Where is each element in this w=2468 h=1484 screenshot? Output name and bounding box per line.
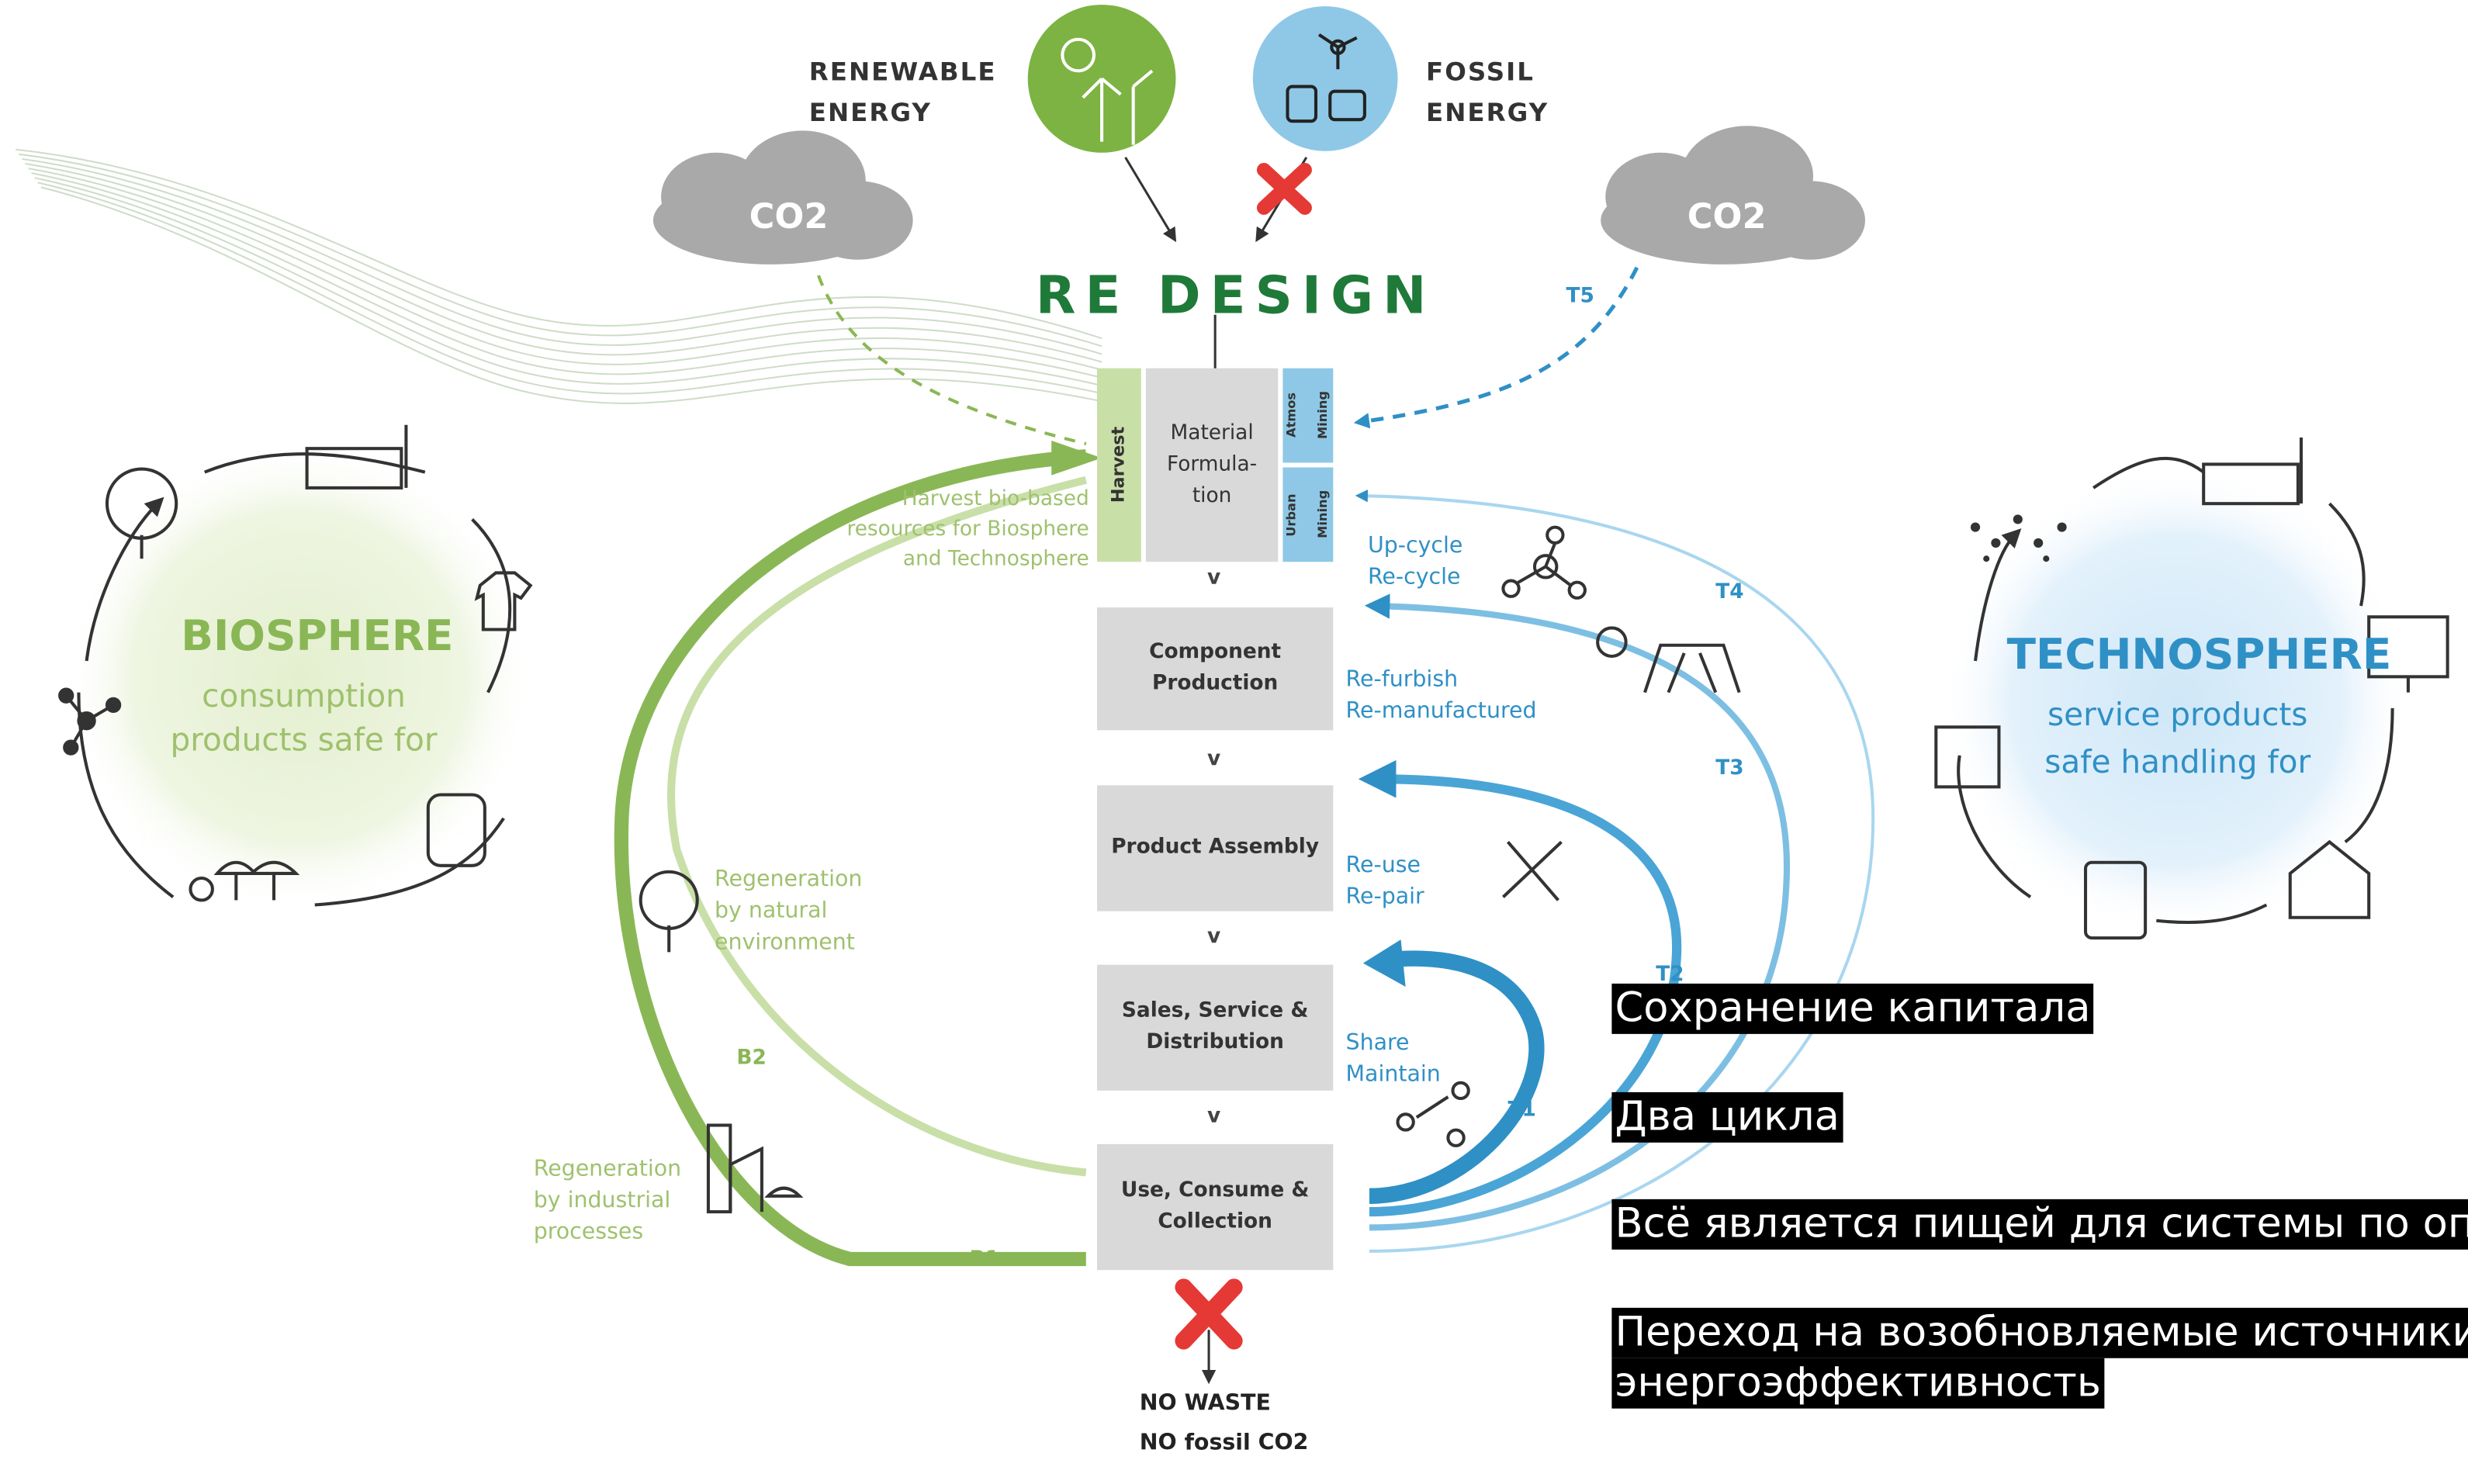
house-icon <box>2288 839 2371 919</box>
fossil-blocked-icon <box>1256 162 1312 215</box>
cloud-left-icon <box>652 130 913 265</box>
material-formulation-label: Material Formula- tion <box>1166 420 1258 508</box>
people-icon <box>1396 1081 1470 1147</box>
use-consume-label: Use, Consume & Collection <box>1120 1178 1310 1234</box>
harvest-column <box>1097 368 1141 562</box>
fossil-energy-icon <box>1252 6 1398 151</box>
no-waste-line1: NO WASTE <box>1139 1391 1271 1417</box>
upcycle-label: Up-cycle Re-cycle <box>1367 533 1463 590</box>
t1-code: T1 <box>1507 1098 1536 1123</box>
biosphere-glow <box>63 441 535 913</box>
urban-mining-column <box>1282 467 1334 562</box>
renewable-line1: RENEWABLE <box>808 57 997 87</box>
biosphere-title: BIOSPHERE <box>181 612 454 662</box>
network-icon <box>1970 514 2067 562</box>
share-label: Share Maintain <box>1345 1030 1441 1088</box>
b2-code: B2 <box>736 1046 767 1071</box>
product-assembly-box: Product Assembly <box>1097 785 1334 912</box>
b1-code: B1 <box>969 1247 1000 1272</box>
molecule-icon <box>58 687 122 756</box>
chevron-2: v <box>1207 747 1221 772</box>
overlay-line-1: Сохранение капитала <box>1611 983 2094 1034</box>
urban-mining-label: Urban Mining <box>1284 490 1331 539</box>
sales-service-box: Sales, Service & Distribution <box>1097 964 1334 1091</box>
harvest-box: Harvest <box>1097 368 1141 562</box>
chevron-4: v <box>1207 1105 1221 1129</box>
recycle-bin-icon <box>2083 860 2148 940</box>
technosphere-title: TECHNOSPHERE <box>2006 631 2392 680</box>
biosphere-cycle <box>77 452 512 907</box>
co2-right-label: CO2 <box>1687 198 1767 238</box>
t4-code: T4 <box>1715 580 1744 605</box>
technosphere-subtitle: service products safe handling for <box>2044 695 2311 781</box>
biosphere-subtitle: consumption products safe for <box>170 676 438 759</box>
chevron-3: v <box>1207 925 1221 950</box>
gear-machine-icon <box>1596 626 1741 694</box>
material-formulation-box: Material Formula- tion <box>1145 368 1279 562</box>
regeneration-tree-icon <box>639 870 699 953</box>
natural-regeneration-label: Regeneration by natural environment <box>715 867 863 956</box>
t5-code: T5 <box>1566 285 1594 309</box>
factory-icon <box>305 424 408 489</box>
building-icon <box>1934 725 2001 789</box>
fossil-energy-label: FOSSIL ENERGY <box>1426 52 1549 133</box>
technosphere-glow <box>1940 464 2413 937</box>
overlay-line-5: энергоэффективность <box>1611 1358 2104 1409</box>
sales-service-label: Sales, Service & Distribution <box>1121 999 1309 1055</box>
person-shirt-icon <box>426 793 486 867</box>
no-waste-x-icon <box>1175 1278 1243 1350</box>
redesign-logo: RE DESIGN <box>1035 264 1436 326</box>
atmos-mining-label: Atmos Mining <box>1284 391 1331 440</box>
component-production-label: Component Production <box>1149 640 1282 696</box>
fossil-line1: FOSSIL <box>1426 57 1535 87</box>
urban-mining-box: Urban Mining <box>1282 468 1333 562</box>
no-waste-line2: NO fossil CO2 <box>1139 1430 1309 1456</box>
tshirt-icon <box>474 571 533 631</box>
renewable-energy-label: RENEWABLE ENERGY <box>809 52 997 133</box>
atmos-mining-column <box>1282 368 1334 463</box>
tree-icon <box>105 467 178 559</box>
wrench-icon <box>1502 840 1563 901</box>
refurbish-label: Re-furbish Re-manufactured <box>1345 667 1537 725</box>
monitor-icon <box>2367 615 2449 693</box>
harvest-note-label: Harvest bio-based resources for Biospher… <box>846 487 1089 572</box>
technosphere-cycle <box>1957 456 2394 925</box>
use-consume-box: Use, Consume & Collection <box>1097 1143 1334 1271</box>
renewable-line2: ENERGY <box>808 97 932 128</box>
no-waste-label: NO WASTE NO fossil CO2 <box>1140 1385 1309 1463</box>
fossil-line2: ENERGY <box>1426 97 1549 128</box>
overlay-line-3: Всё является пищей для системы по опр <box>1611 1199 2468 1250</box>
energy-ribbon <box>16 148 1102 404</box>
reuse-label: Re-use Re-pair <box>1345 853 1424 910</box>
industrial-regeneration-label: Regeneration by industrial processes <box>533 1157 682 1245</box>
component-production-box: Component Production <box>1097 607 1334 731</box>
renewable-energy-icon <box>1027 5 1176 153</box>
industrial-factory-icon <box>706 1123 804 1214</box>
cloud-right-icon <box>1601 126 1866 265</box>
harvest-label: Harvest <box>1108 427 1129 503</box>
overlay-line-2: Два цикла <box>1611 1091 1843 1143</box>
overlay-line-4: Переход на возобновляемые источники <box>1611 1307 2468 1358</box>
mushroom-icon <box>189 860 300 902</box>
tech-factory-icon <box>2202 437 2303 506</box>
t2-code: T2 <box>1656 963 1684 987</box>
product-assembly-label: Product Assembly <box>1111 835 1320 860</box>
chevron-1: v <box>1207 566 1221 590</box>
atmos-mining-box: Atmos Mining <box>1282 368 1333 463</box>
t3-code: T3 <box>1715 756 1744 781</box>
co2-left-label: CO2 <box>749 198 829 238</box>
molecule-loop-icon <box>1501 525 1587 600</box>
